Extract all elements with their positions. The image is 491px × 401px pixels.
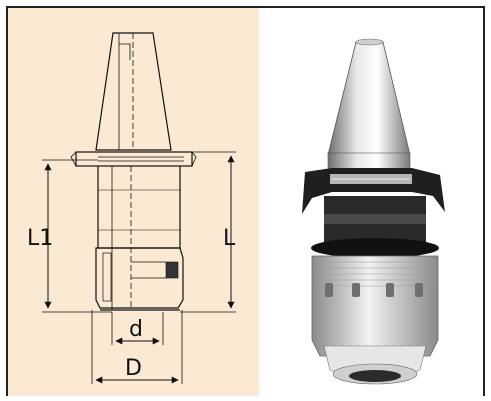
tool-holder-photo xyxy=(302,38,445,385)
photo-clamp-nut xyxy=(311,255,439,357)
frame-border-top xyxy=(6,6,485,8)
dimension-L xyxy=(180,151,236,313)
dimension-D xyxy=(91,310,183,384)
flange-outline xyxy=(75,151,193,167)
tool-holder-outline xyxy=(70,32,197,311)
dimension-L1 xyxy=(42,159,112,313)
dimension-d xyxy=(111,312,164,345)
photo-nut-slots xyxy=(325,283,423,297)
label-d: d xyxy=(129,317,143,342)
label-D: D xyxy=(125,356,142,381)
frame-border-right xyxy=(483,6,485,396)
photo-taper-cone xyxy=(327,41,411,156)
frame-border-left xyxy=(6,6,8,396)
label-L: L xyxy=(223,226,236,251)
taper-shank-outline xyxy=(95,32,172,151)
label-L1: L1 xyxy=(27,226,53,251)
clamp-nut-outline xyxy=(95,247,184,309)
body-outline xyxy=(97,166,181,249)
